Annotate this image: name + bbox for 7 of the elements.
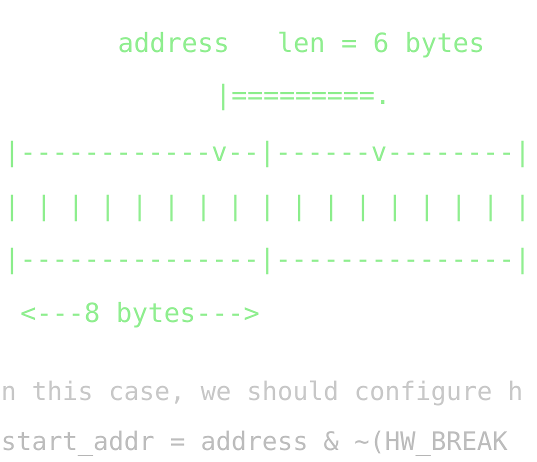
ascii-ruler-line: |------------v--|------v--------|: [4, 137, 530, 169]
size-annotation-text: <---8 bytes--->: [20, 298, 260, 330]
range-marker-text: |=========.: [215, 80, 391, 112]
ascii-ruler-line: |---------------|---------------|: [4, 244, 530, 276]
code-text: start_addr = address & ~(HW_BREAK: [1, 426, 508, 458]
ascii-byte-dividers: | | | | | | | | | | | | | | | | |: [4, 191, 530, 223]
annotation-text: address len = 6 bytes: [118, 28, 485, 60]
